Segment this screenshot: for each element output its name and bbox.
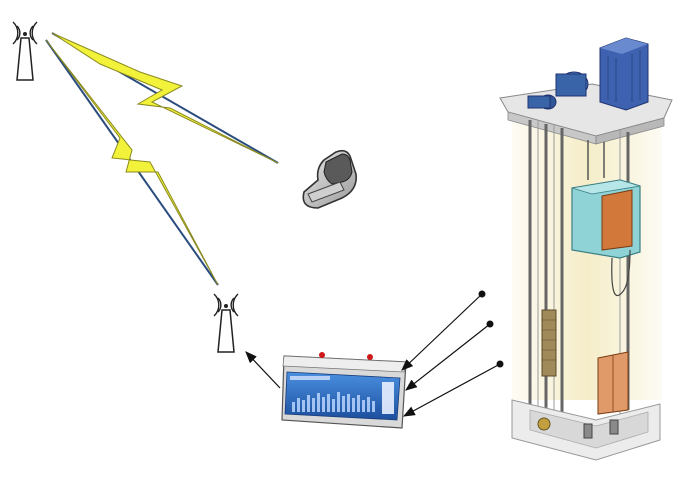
arrow-device-to-gateway bbox=[245, 351, 281, 389]
antenna-icon bbox=[213, 293, 239, 353]
antenna-icon bbox=[12, 21, 38, 81]
mobile-phone-icon bbox=[302, 149, 358, 209]
wireless-link-phone bbox=[51, 32, 279, 164]
lightning-bolt-icon bbox=[51, 32, 279, 164]
wireless-link-gateway bbox=[45, 39, 219, 286]
data-logger-icon bbox=[281, 352, 407, 429]
elevator-cabin bbox=[571, 140, 641, 259]
elevator-shaft-icon bbox=[499, 37, 673, 461]
sensor-links bbox=[401, 290, 504, 417]
lightning-bolt-icon bbox=[45, 39, 219, 286]
